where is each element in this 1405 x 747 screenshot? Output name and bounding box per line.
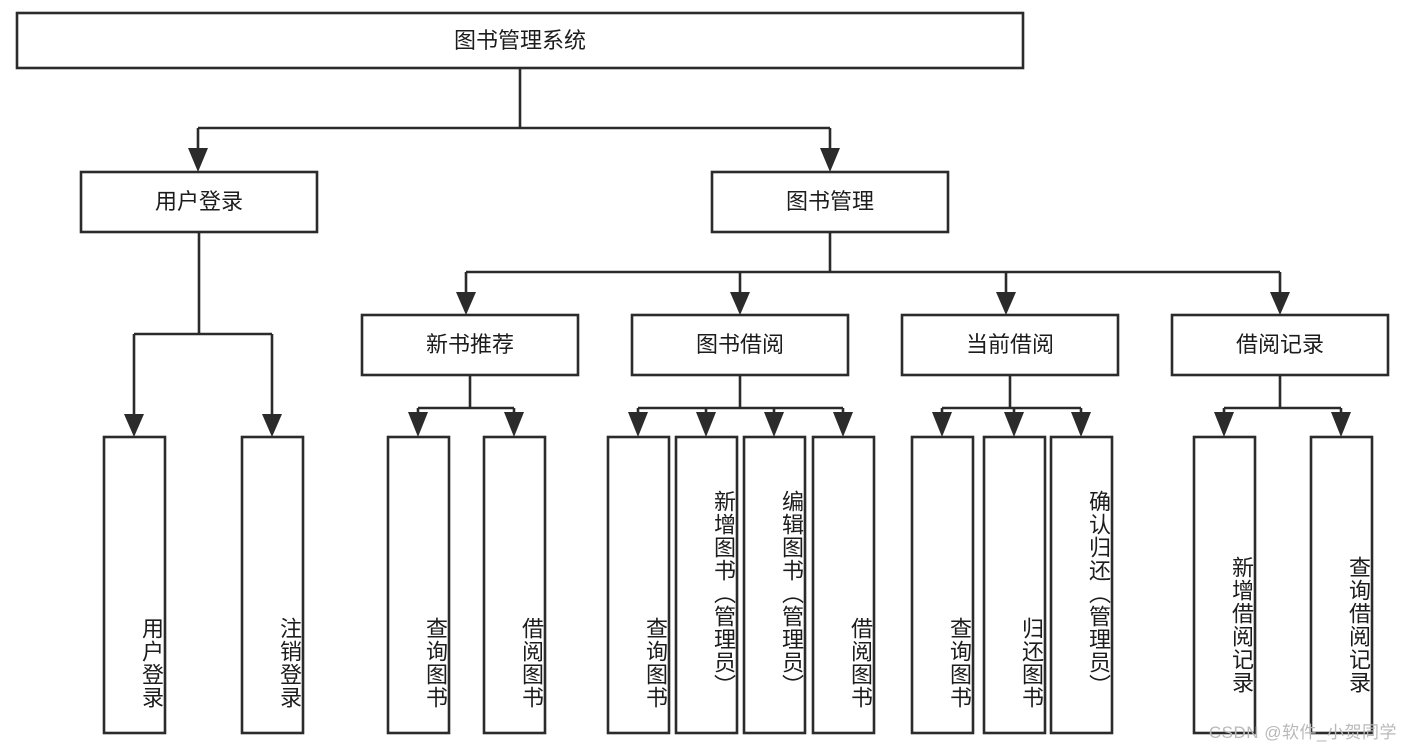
arrow-head-icon	[408, 412, 428, 437]
arrow-head-icon	[833, 412, 853, 437]
connector-book-management-to-level3	[456, 232, 1290, 315]
arrow-head-icon	[1071, 412, 1091, 437]
node-label: 新书推荐	[426, 332, 514, 357]
leaf-node-query-record[interactable]	[1309, 435, 1374, 735]
node-box-shape	[1049, 435, 1114, 735]
node-root-system[interactable]: 图书管理系统	[15, 11, 1025, 70]
watermark-text: CSDN @软件_小贺同学	[1208, 723, 1397, 742]
leaf-node-return-book[interactable]	[982, 435, 1047, 735]
leaf-node-borrow-book-1[interactable]	[482, 435, 547, 735]
node-box-shape	[606, 435, 671, 735]
arrow-head-icon	[764, 412, 784, 437]
node-box-shape	[386, 435, 451, 735]
node-box-shape	[674, 435, 739, 735]
node-box-shape	[1192, 435, 1257, 735]
arrow-head-icon	[996, 292, 1016, 315]
arrow-head-icon	[1214, 412, 1234, 437]
node-box-shape	[79, 170, 319, 234]
arrow-head-icon	[932, 412, 952, 437]
arrow-head-icon	[1270, 292, 1290, 315]
leaf-node-add-book[interactable]	[674, 435, 739, 735]
node-book-borrow[interactable]: 图书借阅	[630, 313, 850, 377]
arrow-head-icon	[456, 292, 476, 315]
node-box-shape	[240, 435, 305, 735]
node-label: 图书借阅	[696, 332, 784, 357]
node-box-shape	[482, 435, 547, 735]
node-label: 用户登录	[155, 189, 243, 214]
node-box-shape	[15, 11, 1025, 70]
arrow-head-icon	[820, 148, 840, 172]
node-box-shape	[360, 313, 580, 377]
leaf-node-query-book-1[interactable]	[386, 435, 451, 735]
arrow-head-icon	[1331, 412, 1351, 437]
arrow-head-icon	[1004, 412, 1024, 437]
node-borrow-record[interactable]: 借阅记录	[1170, 313, 1390, 377]
connector-root-to-level2	[188, 68, 840, 172]
node-box-shape	[1170, 313, 1390, 377]
leaf-node-query-book-3[interactable]	[910, 435, 975, 735]
arrow-head-icon	[628, 412, 648, 437]
node-box-shape	[710, 170, 950, 234]
arrow-head-icon	[188, 148, 208, 172]
node-box-shape	[742, 435, 807, 735]
node-box-shape	[900, 313, 1120, 377]
arrow-head-icon	[504, 412, 524, 437]
connector-user-login-to-leaves	[124, 232, 282, 437]
arrow-head-icon	[696, 412, 716, 437]
leaf-node-borrow-book-2[interactable]	[811, 435, 876, 735]
connector-borrow-record-to-leaves	[1214, 375, 1351, 437]
node-label: 当前借阅	[966, 332, 1054, 357]
connector-current-borrow-to-leaves	[932, 375, 1091, 437]
leaf-node-add-record[interactable]	[1192, 435, 1257, 735]
node-box-shape	[982, 435, 1047, 735]
node-label: 图书管理	[786, 189, 874, 214]
arrow-head-icon	[730, 292, 750, 315]
node-new-book-recommend[interactable]: 新书推荐	[360, 313, 580, 377]
leaf-node-user-login[interactable]	[102, 435, 167, 735]
leaf-node-edit-book[interactable]	[742, 435, 807, 735]
leaf-node-query-book-2[interactable]	[606, 435, 671, 735]
node-current-borrow[interactable]: 当前借阅	[900, 313, 1120, 377]
node-label: 借阅记录	[1236, 332, 1324, 357]
node-user-login[interactable]: 用户登录	[79, 170, 319, 234]
node-box-shape	[630, 313, 850, 377]
arrow-head-icon	[262, 414, 282, 437]
node-box-shape	[811, 435, 876, 735]
node-book-management[interactable]: 图书管理	[710, 170, 950, 234]
node-label: 图书管理系统	[454, 28, 586, 53]
connector-new-book-to-leaves	[408, 375, 524, 437]
leaf-node-confirm-return[interactable]	[1049, 435, 1114, 735]
leaf-node-logout-login[interactable]	[240, 435, 305, 735]
arrow-head-icon	[124, 414, 144, 437]
connector-book-borrow-to-leaves	[628, 375, 853, 437]
node-box-shape	[1309, 435, 1374, 735]
node-box-shape	[910, 435, 975, 735]
node-box-shape	[102, 435, 167, 735]
